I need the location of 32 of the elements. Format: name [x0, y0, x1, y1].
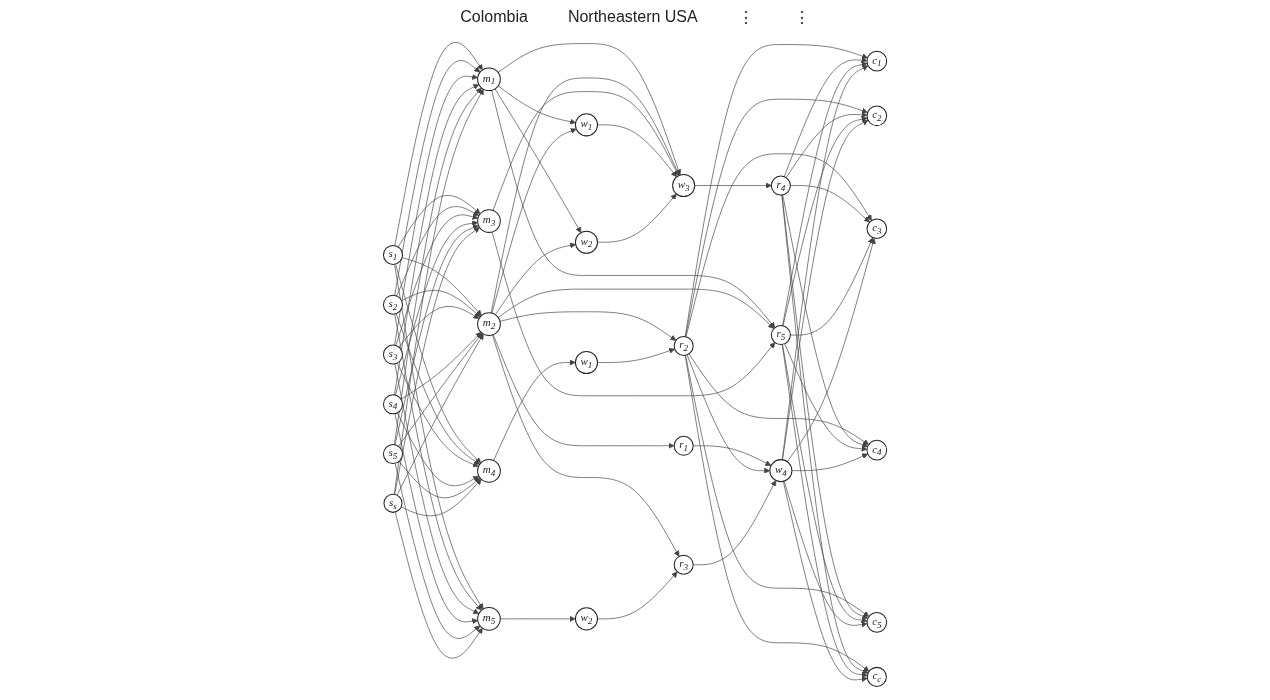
- node-circle: m$_{4}$: [477, 458, 501, 483]
- node-circle: w$_{3}$: [672, 173, 696, 197]
- node-circle: c$_{1}$: [866, 50, 888, 71]
- node-circle: m$_{5}$: [477, 606, 501, 631]
- node-circle: m$_{1}$: [477, 66, 501, 91]
- node-circle: s$_{3}$: [382, 344, 403, 365]
- node-circle: s$_{1}$: [382, 244, 403, 265]
- node-circle: w$_{2}$: [574, 606, 598, 630]
- node-circle: c$_{2}$: [866, 104, 888, 126]
- node-circle: w$_{1}$: [574, 112, 598, 136]
- node-circle: m$_{3}$: [477, 208, 501, 233]
- node-circle: r$_{5}$: [770, 324, 791, 345]
- node-circle: c$_{c}$: [866, 666, 887, 687]
- node-circle: w$_{4}$: [769, 458, 793, 482]
- node-circle: c$_{5}$: [866, 611, 888, 633]
- node-circle: s$_{2}$: [382, 294, 403, 315]
- node-circle: r$_{3}$: [673, 554, 694, 575]
- region-label: ⋮: [737, 7, 754, 27]
- node-circle: s$_{s}$: [383, 493, 403, 513]
- node-circle: s$_{4}$: [382, 393, 403, 414]
- node-circle: w$_{2}$: [574, 230, 598, 254]
- node-circle: c$_{4}$: [866, 439, 888, 460]
- region-label: Northeastern USA: [567, 8, 698, 26]
- node-circle: s$_{5}$: [382, 443, 403, 464]
- node-circle: r$_{2}$: [673, 335, 694, 356]
- node-circle: w$_{1}$: [574, 350, 598, 374]
- region-label: ⋮: [793, 7, 810, 27]
- node-circle: m$_{2}$: [477, 311, 501, 336]
- node-circle: r$_{1}$: [673, 435, 694, 456]
- node-circle: r$_{4}$: [770, 175, 791, 196]
- node-circle: c$_{3}$: [866, 217, 888, 239]
- region-label: Colombia: [460, 8, 528, 26]
